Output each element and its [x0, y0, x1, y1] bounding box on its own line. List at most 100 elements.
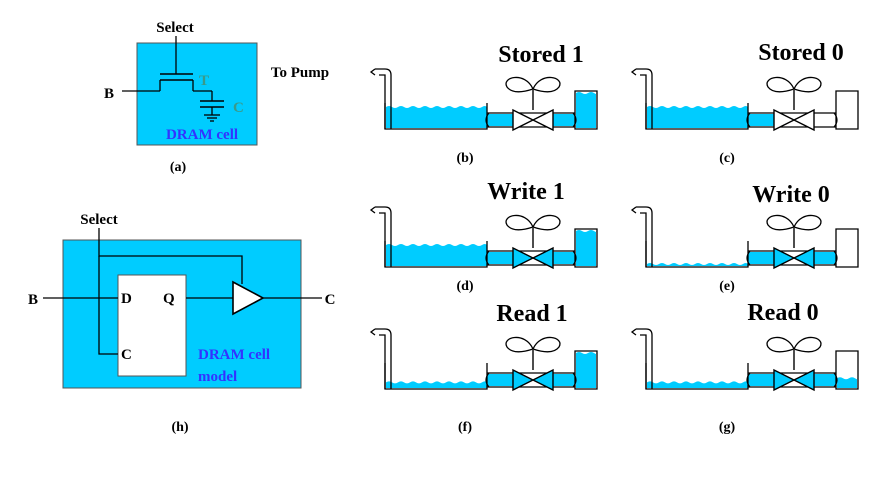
- valve-handle-left-blade: [505, 336, 534, 353]
- capacitor-tank: [835, 228, 859, 268]
- model-label-line1: DRAM cell: [198, 347, 270, 363]
- pump-pipe-arrow-icon: [369, 328, 376, 336]
- pump-pipe: [636, 206, 653, 267]
- capacitor-label: C: [233, 100, 244, 116]
- connecting-pipe: [487, 372, 575, 388]
- left-tank-water: [647, 263, 748, 266]
- pipe-end-left: [746, 250, 751, 266]
- panel-title-c: Stored 0: [758, 40, 844, 66]
- pump-pipe: [375, 328, 392, 389]
- latch-box: [117, 274, 187, 377]
- transistor-label: T: [199, 73, 209, 89]
- capacitor-tank: [574, 350, 598, 390]
- tank-panel-e: [630, 206, 859, 270]
- panel-title-g: Read 0: [747, 300, 818, 326]
- valve-icon: [512, 368, 554, 392]
- panel-title-b: Stored 1: [498, 42, 584, 68]
- valve-handle-left-blade: [766, 336, 795, 353]
- valve-handle-right-blade: [793, 76, 822, 93]
- connecting-pipe: [487, 112, 575, 128]
- valve-handle-left-blade: [505, 76, 534, 93]
- panel-title-d: Write 1: [487, 179, 565, 205]
- caption-c: (c): [719, 151, 735, 166]
- capacitor-tank: [835, 350, 859, 390]
- tank-panel-f: [369, 328, 598, 392]
- capacitor-water: [576, 352, 597, 388]
- capacitor-water: [576, 230, 597, 266]
- valve-handle-right-blade: [532, 76, 561, 93]
- b-label-h: B: [28, 292, 38, 308]
- pump-pipe-arrow-icon: [630, 206, 637, 214]
- model-label-line2: model: [198, 369, 237, 385]
- tank-panel-g: [630, 328, 859, 392]
- valve-handle-left-blade: [505, 214, 534, 231]
- select-label-h: Select: [80, 212, 117, 228]
- pipe-end-left: [485, 372, 490, 388]
- valve-icon: [512, 246, 554, 270]
- left-tank-water: [386, 381, 487, 388]
- capacitor-water: [576, 92, 597, 128]
- pipe-end-right: [833, 372, 838, 388]
- pipe-end-left: [746, 372, 751, 388]
- caption-d: (d): [456, 279, 473, 294]
- dram-cell-label: DRAM cell: [166, 127, 238, 143]
- c-output-label: C: [325, 292, 336, 308]
- valve-handle-left-blade: [766, 76, 795, 93]
- pipe-end-left: [746, 112, 751, 128]
- pump-pipe: [636, 328, 653, 389]
- select-label: Select: [156, 20, 193, 36]
- valve-handle-right-blade: [793, 336, 822, 353]
- pipe-end-right: [833, 250, 838, 266]
- left-tank-water: [386, 244, 487, 266]
- tank-panels: Stored 1 (b) Stored 0 (c) Write 1 (d) Write 0 (…: [369, 40, 859, 435]
- valve-handle-right-blade: [532, 214, 561, 231]
- clock-wire-h: [98, 256, 118, 355]
- connecting-pipe: [748, 372, 836, 388]
- pipe-end-right: [572, 250, 577, 266]
- pipe-end-right: [833, 112, 838, 128]
- caption-a: (a): [170, 160, 187, 175]
- tank-panel-c: [630, 68, 859, 132]
- valve-icon: [512, 108, 554, 132]
- connecting-pipe: [487, 250, 575, 266]
- left-tank-water: [647, 381, 748, 388]
- valve-handle-left-blade: [766, 214, 795, 231]
- caption-g: (g): [719, 420, 736, 435]
- valve-icon: [773, 246, 815, 270]
- left-tank-water: [647, 106, 748, 128]
- connecting-pipe: [748, 112, 836, 128]
- to-pump-label: To Pump: [271, 65, 329, 81]
- q-label: Q: [163, 291, 175, 307]
- pump-pipe-arrow-icon: [369, 68, 376, 76]
- connecting-pipe: [748, 250, 836, 266]
- panel-a: Select B T C DRAM cell (a): [104, 20, 258, 175]
- caption-e: (e): [719, 279, 735, 294]
- capacitor-tank: [574, 228, 598, 268]
- d-label: D: [121, 291, 132, 307]
- pipe-end-left: [485, 112, 490, 128]
- valve-icon: [773, 108, 815, 132]
- tank-panel-b: [369, 68, 598, 132]
- ground-icon: [204, 114, 220, 122]
- capacitor-tank: [574, 90, 598, 130]
- pipe-end-right: [572, 112, 577, 128]
- caption-f: (f): [458, 420, 472, 435]
- panel-title-f: Read 1: [496, 301, 567, 327]
- select-wire-h: [98, 228, 243, 284]
- panel-h: Select B D Q C C DRAM cell model (h): [28, 212, 335, 435]
- panel-title-e: Write 0: [752, 182, 830, 208]
- pump-pipe-arrow-icon: [630, 328, 637, 336]
- caption-h: (h): [171, 420, 188, 435]
- left-tank-water: [386, 106, 487, 128]
- capacitor-water: [837, 377, 858, 388]
- pump-pipe-arrow-icon: [369, 206, 376, 214]
- capacitor-tank: [835, 90, 859, 130]
- tank-panel-d: [369, 206, 598, 270]
- caption-b: (b): [456, 151, 473, 166]
- tristate-buffer: [232, 280, 265, 316]
- pump-pipe-arrow-icon: [630, 68, 637, 76]
- dram-cell-box: [136, 42, 258, 146]
- pipe-end-left: [485, 250, 490, 266]
